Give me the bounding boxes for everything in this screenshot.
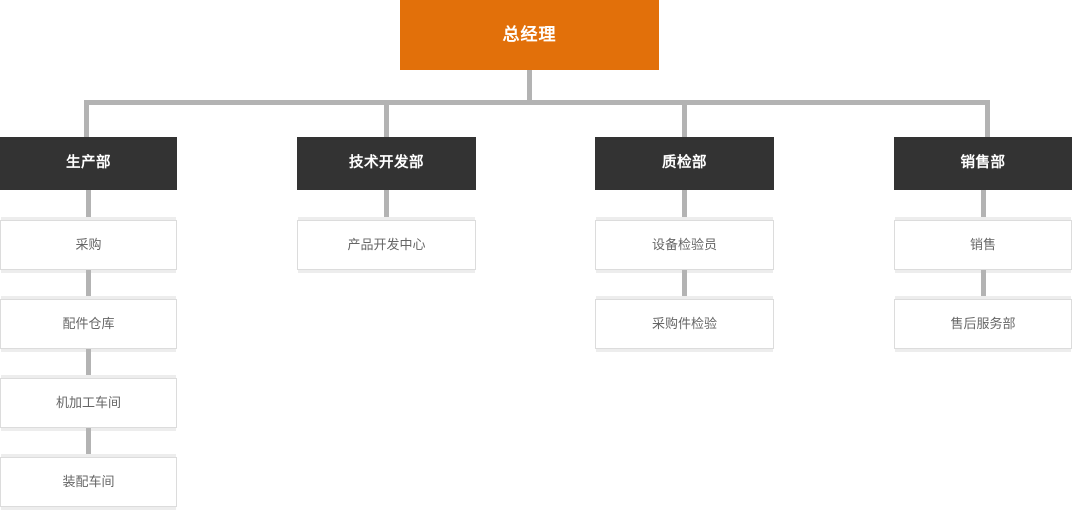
org-node-department-2[interactable]: 技术开发部: [297, 137, 476, 190]
connector-dept4-to-child1: [981, 190, 986, 220]
org-node-department-4-child-1[interactable]: 销售: [894, 217, 1072, 273]
org-node-department-3-child-2[interactable]: 采购件检验: [595, 296, 774, 352]
org-node-department-1-child-1-label: 采购: [75, 237, 102, 253]
connector-dept1-child2-to-child3: [86, 349, 91, 378]
org-node-root[interactable]: 总经理: [400, 0, 659, 70]
org-node-department-4-child-2-label: 售后服务部: [950, 316, 1016, 332]
org-node-department-3-child-2-label: 采购件检验: [651, 316, 717, 332]
org-node-department-2-child-1[interactable]: 产品开发中心: [297, 217, 476, 273]
org-node-department-1[interactable]: 生产部: [0, 137, 177, 190]
org-node-department-3-label: 质检部: [662, 154, 707, 171]
org-node-department-3[interactable]: 质检部: [595, 137, 774, 190]
connector-dept4-child1-to-child2: [981, 270, 986, 299]
connector-bus-to-dept-3: [682, 100, 687, 140]
connector-dept1-child3-to-child4: [86, 428, 91, 457]
connector-dept3-child1-to-child2: [682, 270, 687, 299]
connector-horizontal-bus: [84, 100, 990, 105]
connector-bus-to-dept-2: [384, 100, 389, 140]
org-node-department-1-child-3-label: 机加工车间: [55, 395, 121, 411]
connector-bus-to-dept-1: [84, 100, 89, 140]
org-node-department-3-child-1-label: 设备检验员: [651, 237, 717, 253]
org-node-department-1-child-1[interactable]: 采购: [0, 217, 177, 273]
org-node-department-2-child-1-label: 产品开发中心: [347, 237, 426, 253]
connector-dept1-child1-to-child2: [86, 270, 91, 299]
connector-dept3-to-child1: [682, 190, 687, 220]
connector-dept1-to-child1: [86, 190, 91, 220]
org-node-department-1-child-3[interactable]: 机加工车间: [0, 375, 177, 431]
org-node-department-1-child-2[interactable]: 配件仓库: [0, 296, 177, 352]
org-node-department-4-child-1-label: 销售: [969, 237, 996, 253]
org-node-department-1-child-4-label: 装配车间: [62, 474, 115, 490]
org-node-department-4[interactable]: 销售部: [894, 137, 1072, 190]
org-node-department-1-label: 生产部: [66, 154, 111, 171]
connector-dept2-to-child1: [384, 190, 389, 220]
org-node-root-label: 总经理: [502, 24, 557, 44]
org-node-department-1-child-2-label: 配件仓库: [62, 316, 115, 332]
connector-bus-to-dept-4: [985, 100, 990, 140]
org-node-department-4-child-2[interactable]: 售后服务部: [894, 296, 1072, 352]
org-node-department-1-child-4[interactable]: 装配车间: [0, 454, 177, 510]
connector-root-stem: [527, 70, 532, 102]
org-node-department-4-label: 销售部: [960, 154, 1006, 171]
org-node-department-3-child-1[interactable]: 设备检验员: [595, 217, 774, 273]
org-node-department-2-label: 技术开发部: [349, 154, 424, 171]
